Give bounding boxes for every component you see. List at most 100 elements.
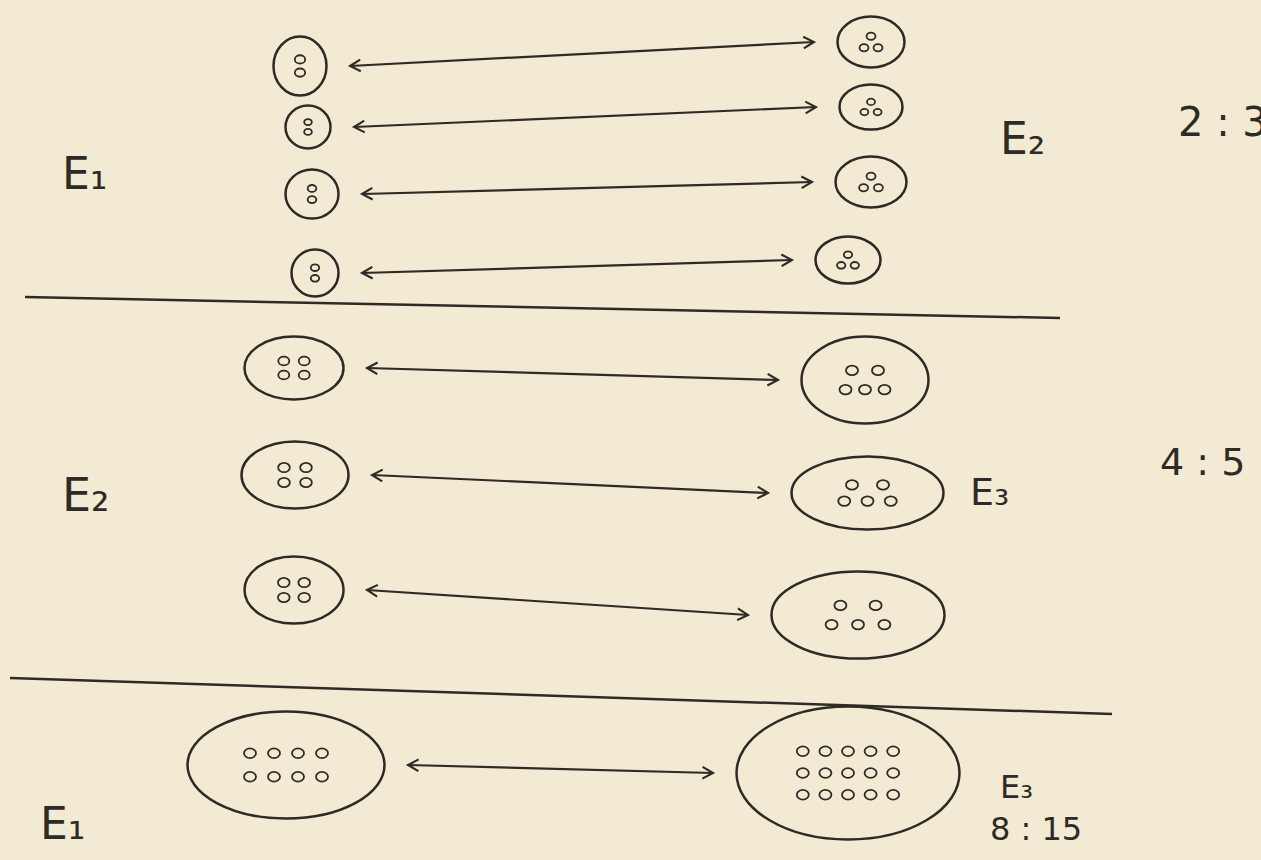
dot-group-ellipse: [770, 570, 946, 660]
dot: [819, 790, 831, 800]
dot: [278, 478, 290, 487]
dot: [819, 746, 831, 756]
dot: [842, 790, 854, 800]
dot: [316, 748, 328, 758]
ellipse-outline: [284, 104, 332, 150]
ellipse-outline: [243, 335, 345, 401]
ratio-label: 8 : 15: [990, 812, 1082, 847]
dot: [300, 478, 312, 487]
dot: [887, 768, 899, 778]
dot-group-ellipse: [800, 335, 930, 425]
dot: [862, 496, 874, 506]
dot: [292, 748, 304, 758]
dot: [826, 620, 838, 630]
ellipse-outline: [836, 15, 906, 69]
dot: [865, 790, 877, 800]
ellipse-outline: [186, 710, 386, 820]
dot: [874, 109, 882, 115]
dot-group-ellipse: [243, 335, 345, 401]
dot: [878, 620, 890, 630]
dot-group-ellipse: [290, 248, 340, 298]
dot: [874, 184, 883, 191]
dot: [797, 790, 809, 800]
dot: [870, 601, 882, 611]
dot-group-ellipse: [272, 35, 328, 97]
dot: [298, 578, 310, 587]
dot-group-ellipse: [284, 168, 340, 220]
ratio-label: 2 : 3: [1178, 100, 1261, 144]
dot: [308, 196, 317, 203]
set-label: E₂: [62, 470, 110, 521]
ellipse-outline: [284, 168, 340, 220]
divider-line: [10, 678, 1112, 714]
set-label: E₁: [62, 150, 107, 198]
ellipse-outline: [834, 155, 908, 209]
dot: [298, 593, 310, 602]
dot-group-ellipse: [240, 440, 350, 510]
dot: [295, 55, 305, 63]
ellipse-outline: [735, 705, 961, 841]
ellipse-outline: [290, 248, 340, 298]
dot: [278, 463, 290, 472]
dot: [311, 264, 319, 271]
dot: [860, 44, 869, 51]
dot-group-ellipse: [186, 710, 386, 820]
dot-group-ellipse: [834, 155, 908, 209]
dot: [867, 33, 876, 40]
set-label: E₁: [40, 800, 85, 848]
dot: [859, 385, 871, 395]
ellipse-outline: [240, 440, 350, 510]
dot: [316, 772, 328, 782]
dot: [797, 768, 809, 778]
dot: [244, 772, 256, 782]
dot: [867, 99, 875, 105]
ellipse-outline: [770, 570, 946, 660]
dot-group-ellipse: [735, 705, 961, 841]
dot: [311, 275, 319, 282]
dot: [865, 768, 877, 778]
set-label: E₃: [1000, 770, 1033, 805]
divider-line: [25, 297, 1060, 318]
dot-group-ellipse: [836, 15, 906, 69]
dot: [887, 746, 899, 756]
dot: [278, 357, 289, 366]
dot: [292, 772, 304, 782]
dot: [797, 746, 809, 756]
dot: [304, 129, 312, 135]
ellipse-outline: [272, 35, 328, 97]
dot: [278, 371, 289, 380]
dot: [300, 463, 312, 472]
dot: [879, 385, 891, 395]
dot: [846, 366, 858, 376]
double-arrow: [354, 107, 816, 127]
double-arrow: [408, 765, 713, 773]
dot: [860, 109, 868, 115]
dot: [278, 578, 290, 587]
double-arrow: [367, 590, 748, 615]
dot-group-ellipse: [243, 555, 345, 625]
dot: [838, 496, 850, 506]
dot: [851, 262, 859, 269]
dot: [874, 44, 883, 51]
double-arrow: [367, 368, 778, 380]
dot: [844, 251, 852, 258]
dot: [834, 601, 846, 611]
ellipse-outline: [790, 455, 945, 531]
dot: [846, 480, 858, 490]
dot: [842, 768, 854, 778]
dot: [295, 68, 305, 76]
double-arrow: [372, 475, 768, 493]
dot-group-ellipse: [790, 455, 945, 531]
dot-group-ellipse: [284, 104, 332, 150]
dot: [887, 790, 899, 800]
double-arrow: [362, 182, 812, 194]
dot: [840, 385, 852, 395]
dot: [304, 119, 312, 125]
ellipse-outline: [243, 555, 345, 625]
dot: [885, 496, 897, 506]
dot: [837, 262, 845, 269]
set-label: E₃: [970, 472, 1009, 514]
ellipse-outline: [838, 83, 904, 131]
